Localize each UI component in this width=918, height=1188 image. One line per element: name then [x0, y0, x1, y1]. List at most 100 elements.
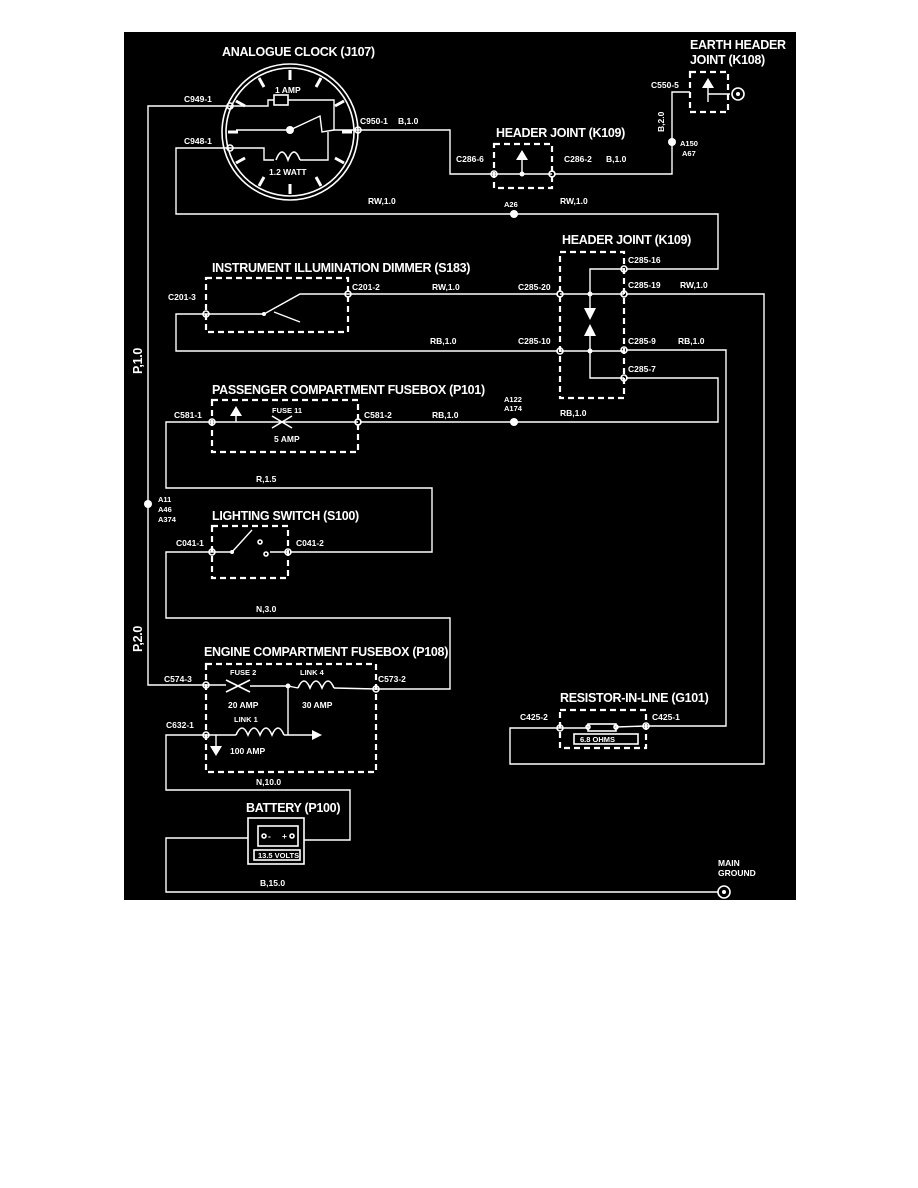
pin-c632-1: C632-1 — [166, 720, 194, 730]
battery-title: BATTERY (P100) — [246, 801, 340, 815]
wire-label-b-1: B,1.0 — [398, 116, 419, 126]
splice-a11-label: A11 — [158, 495, 171, 504]
wire-label-r-1-5: R,1.5 — [256, 474, 277, 484]
earth-header-joint — [688, 70, 745, 114]
wire-label-p-2: P,2.0 — [131, 626, 145, 652]
engine-fusebox — [202, 662, 380, 774]
clock-outer-ring — [221, 63, 359, 201]
main-ground — [717, 885, 731, 899]
pin-c574-3: C574-3 — [164, 674, 192, 684]
wire-label-rb-2: RB,1.0 — [678, 336, 705, 346]
pin-c041-2: C041-2 — [296, 538, 324, 548]
splice-a374-label: A374 — [158, 515, 177, 524]
pin-c285-16: C285-16 — [628, 255, 661, 265]
wire-label-n-3: N,3.0 — [256, 604, 277, 614]
dimmer-title: INSTRUMENT ILLUMINATION DIMMER (S183) — [212, 261, 470, 275]
wire-p-feed — [147, 105, 230, 686]
wire-rb-dimmer-loop — [175, 313, 558, 352]
link-4-label: LINK 4 — [300, 668, 325, 677]
lighting-switch — [208, 524, 292, 580]
splice-a174-label: A174 — [504, 404, 523, 413]
clock-inner-ring — [225, 67, 355, 197]
pin-c285-7: C285-7 — [628, 364, 656, 374]
pin-c425-2: C425-2 — [520, 712, 548, 722]
splice-a150 — [668, 138, 676, 146]
pin-c425-1: C425-1 — [652, 712, 680, 722]
wire-label-b-3: B,1.0 — [606, 154, 627, 164]
pin-c949-1: C949-1 — [184, 94, 212, 104]
diagram-background — [124, 32, 796, 900]
clock-fuse-label: 1 AMP — [275, 85, 301, 95]
engine-fusebox-title: ENGINE COMPARTMENT FUSEBOX (P108) — [204, 645, 448, 659]
resistor-in-line — [556, 708, 650, 750]
pass-fusebox-title: PASSENGER COMPARTMENT FUSEBOX (P101) — [212, 383, 485, 397]
wire-rb-fusebox — [360, 377, 719, 423]
wire-n-battery — [165, 734, 351, 841]
fuse-2-rating: 20 AMP — [228, 700, 259, 710]
pin-c201-2: C201-2 — [352, 282, 380, 292]
resistor-title: RESISTOR-IN-LINE (G101) — [560, 691, 709, 705]
resistor-value: 6.8 OHMS — [580, 735, 615, 744]
clock-internal-top — [230, 99, 274, 107]
wire-b-earth — [671, 91, 690, 142]
wire-b-header — [554, 142, 673, 175]
splice-a122-label: A122 — [504, 395, 522, 404]
link-4-rating: 30 AMP — [302, 700, 333, 710]
pin-c285-10: C285-10 — [518, 336, 551, 346]
main-ground-label-2: GROUND — [718, 868, 756, 878]
lighting-switch-title: LIGHTING SWITCH (S100) — [212, 509, 359, 523]
pin-c581-2: C581-2 — [364, 410, 392, 420]
wire-label-rb-3: RB,1.0 — [432, 410, 459, 420]
splice-a122 — [510, 418, 518, 426]
link-4-icon — [297, 680, 335, 691]
wire-label-rb-4: RB,1.0 — [560, 408, 587, 418]
splices — [144, 138, 676, 508]
wire-b-ground — [165, 837, 718, 893]
clock-bulb-icon — [275, 151, 301, 163]
splice-a11 — [144, 500, 152, 508]
fuse-2-icon — [225, 679, 251, 693]
pin-c285-9: C285-9 — [628, 336, 656, 346]
fuse-11-label: FUSE 11 — [272, 406, 302, 415]
pin-c581-1: C581-1 — [174, 410, 202, 420]
wire-label-rw-3: RW,1.0 — [432, 282, 460, 292]
link-1-label: LINK 1 — [234, 715, 258, 724]
pin-c573-2: C573-2 — [378, 674, 406, 684]
earth-header-title-2: JOINT (K108) — [690, 53, 765, 67]
header-joint-right — [556, 250, 628, 400]
battery — [247, 817, 305, 865]
clock-ticks — [228, 70, 352, 194]
wire-b-clock — [358, 129, 494, 175]
pin-c948-1: C948-1 — [184, 136, 212, 146]
clock-internal-top-right — [288, 99, 358, 131]
battery-voltage: 13.5 VOLTS — [258, 851, 299, 860]
splice-a26-label: A26 — [504, 200, 518, 209]
clock-movement — [289, 114, 335, 133]
link-1-icon — [235, 727, 285, 738]
wiring — [147, 91, 765, 893]
fuse-11-rating: 5 AMP — [274, 434, 300, 444]
wire-label-rw-2: RW,1.0 — [560, 196, 588, 206]
splice-a26 — [510, 210, 518, 218]
fuse-11-icon — [271, 415, 293, 429]
wire-label-n-10: N,10.0 — [256, 777, 281, 787]
link-1-rating: 100 AMP — [230, 746, 265, 756]
wire-label-p-1: P,1.0 — [131, 348, 145, 374]
header-joint-top — [490, 142, 556, 190]
wiring-diagram: 1 AMP 1.2 WATT ANALOGUE CLOCK (J107) C94… — [124, 32, 796, 900]
pin-c286-2: C286-2 — [564, 154, 592, 164]
pin-c041-1: C041-1 — [176, 538, 204, 548]
pin-c285-20: C285-20 — [518, 282, 551, 292]
clock-internal-bottom-right — [300, 132, 329, 161]
wire-label-b-15: B,15.0 — [260, 878, 285, 888]
analogue-clock: 1 AMP 1.2 WATT — [221, 63, 362, 201]
earth-header-title-1: EARTH HEADER — [690, 38, 786, 52]
resistor-value-frame — [573, 733, 639, 745]
battery-negative: - — [268, 831, 271, 841]
clock-title: ANALOGUE CLOCK (J107) — [222, 45, 375, 59]
pin-c201-3: C201-3 — [168, 292, 196, 302]
splice-a150-label: A150 — [680, 139, 698, 148]
wire-label-b-2: B,2.0 — [656, 111, 666, 132]
header-joint-right-title: HEADER JOINT (K109) — [562, 233, 691, 247]
wire-n-supply — [165, 551, 451, 690]
